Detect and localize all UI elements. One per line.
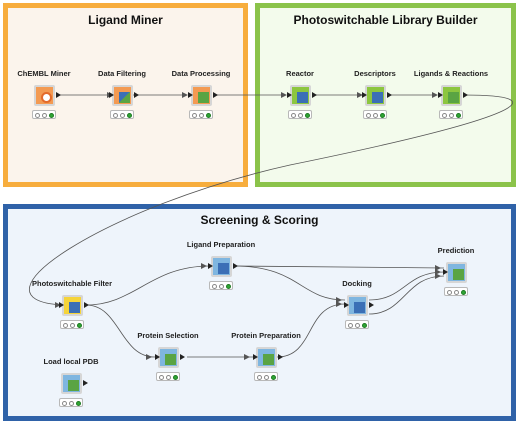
- input-port[interactable]: [188, 91, 193, 98]
- input-port[interactable]: [208, 262, 213, 269]
- node-label: ChEMBL Miner: [17, 69, 71, 78]
- ligands-node-icon: [440, 84, 462, 106]
- input-port[interactable]: [443, 268, 448, 275]
- screening-scoring-panel: Screening & Scoring: [3, 204, 516, 421]
- output-port[interactable]: [84, 301, 89, 308]
- descriptors-node-icon: [364, 84, 386, 106]
- output-port[interactable]: [56, 91, 61, 98]
- output-port[interactable]: [387, 91, 392, 98]
- input-port[interactable]: [438, 91, 443, 98]
- protein-prep-node-icon: [255, 346, 277, 368]
- node-label: Data Filtering: [98, 69, 146, 78]
- node-label: Ligand Preparation: [186, 240, 256, 249]
- input-port[interactable]: [362, 91, 367, 98]
- node-label: Protein Selection: [137, 331, 199, 340]
- node-status: [444, 287, 468, 296]
- node-status: [345, 320, 369, 329]
- connection-ligands-to-photofilter: [28, 94, 513, 306]
- connection-photofilter-to-ligandprep: [85, 265, 211, 306]
- input-port[interactable]: [109, 91, 114, 98]
- output-port[interactable]: [134, 91, 139, 98]
- output-port[interactable]: [180, 353, 185, 360]
- node-status: [363, 110, 387, 119]
- node-label: Data Processing: [171, 69, 231, 78]
- protein-selection-node-icon: [157, 346, 179, 368]
- connection-proteinprep-to-docking: [276, 303, 346, 358]
- panel-title: Ligand Miner: [88, 13, 163, 27]
- node-label: Prediction: [437, 246, 475, 255]
- node-label: Load local PDB: [43, 357, 99, 366]
- pdb-node-icon: [60, 372, 82, 394]
- docking-node-icon: [346, 294, 368, 316]
- node-status: [209, 281, 233, 290]
- output-port[interactable]: [278, 353, 283, 360]
- node-label: Reactor: [286, 69, 314, 78]
- ligand-prep-node-icon: [210, 255, 232, 277]
- output-port[interactable]: [312, 91, 317, 98]
- panel-title: Photoswitchable Library Builder: [293, 13, 478, 27]
- node-status: [288, 110, 312, 119]
- input-port[interactable]: [287, 91, 292, 98]
- output-port[interactable]: [213, 91, 218, 98]
- connection-ligandprep-to-prediction: [233, 265, 445, 269]
- processing-node-icon: [190, 84, 212, 106]
- node-label: Photoswitchable Filter: [31, 279, 112, 288]
- node-label: Ligands & Reactions: [413, 69, 489, 78]
- output-port[interactable]: [369, 301, 374, 308]
- reactor-node-icon: [289, 84, 311, 106]
- filter-node-icon: [111, 84, 133, 106]
- connection-ligandprep-to-docking: [233, 265, 346, 301]
- node-label: Protein Preparation: [231, 331, 301, 340]
- output-port[interactable]: [463, 91, 468, 98]
- photo-filter-node-icon: [61, 294, 83, 316]
- node-status: [439, 110, 463, 119]
- input-port[interactable]: [253, 353, 258, 360]
- prediction-node-icon: [445, 261, 467, 283]
- node-status: [59, 398, 83, 407]
- connection-docking-to-prediction-2: [368, 275, 445, 315]
- node-label: Docking: [342, 279, 372, 288]
- node-status: [156, 372, 180, 381]
- node-label: Descriptors: [354, 69, 396, 78]
- connection-docking-to-prediction-1: [368, 271, 445, 301]
- node-status: [60, 320, 84, 329]
- output-port[interactable]: [83, 379, 88, 386]
- connection-photofilter-to-proteinselection: [85, 304, 156, 358]
- node-status: [254, 372, 278, 381]
- input-port[interactable]: [344, 301, 349, 308]
- node-status: [32, 110, 56, 119]
- output-port[interactable]: [233, 262, 238, 269]
- node-status: [110, 110, 134, 119]
- chembl-db-icon: [33, 84, 55, 106]
- input-port[interactable]: [155, 353, 160, 360]
- input-port[interactable]: [59, 301, 64, 308]
- panel-title: Screening & Scoring: [200, 213, 319, 227]
- node-status: [189, 110, 213, 119]
